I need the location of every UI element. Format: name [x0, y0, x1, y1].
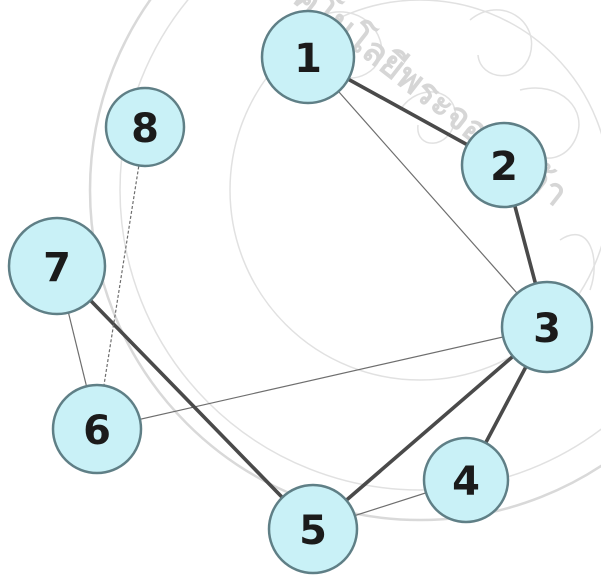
node-3-circle — [500, 280, 594, 374]
node-2-label: 2 — [490, 144, 518, 190]
node-4-label: 4 — [452, 459, 480, 505]
node-7: 7 — [7, 216, 107, 316]
node-5-circle — [267, 483, 359, 575]
node-8-circle — [104, 86, 186, 168]
node-3-label: 3 — [533, 306, 561, 352]
edge-1-3 — [307, 56, 548, 328]
node-7-label: 7 — [43, 245, 71, 291]
node-2: 2 — [460, 121, 548, 209]
node-6-circle — [51, 383, 143, 475]
node-7-circle — [7, 216, 107, 316]
node-6: 6 — [51, 383, 143, 475]
node-4: 4 — [422, 436, 510, 524]
edge-3-6 — [96, 326, 548, 430]
node-3: 3 — [500, 280, 594, 374]
edge-7-5 — [55, 264, 315, 531]
node-4-circle — [422, 436, 510, 524]
node-1: 1 — [260, 9, 356, 105]
node-5: 5 — [267, 483, 359, 575]
edge-8-6 — [96, 126, 146, 430]
node-1-label: 1 — [294, 36, 322, 82]
node-8-label: 8 — [131, 106, 159, 152]
nodes-layer: 1 2 3 4 5 6 7 8 — [7, 9, 594, 575]
edge-3-5 — [311, 325, 549, 531]
node-5-label: 5 — [299, 508, 327, 554]
node-1-circle — [260, 9, 356, 105]
node-8: 8 — [104, 86, 186, 168]
node-6-label: 6 — [83, 408, 111, 454]
node-2-circle — [460, 121, 548, 209]
